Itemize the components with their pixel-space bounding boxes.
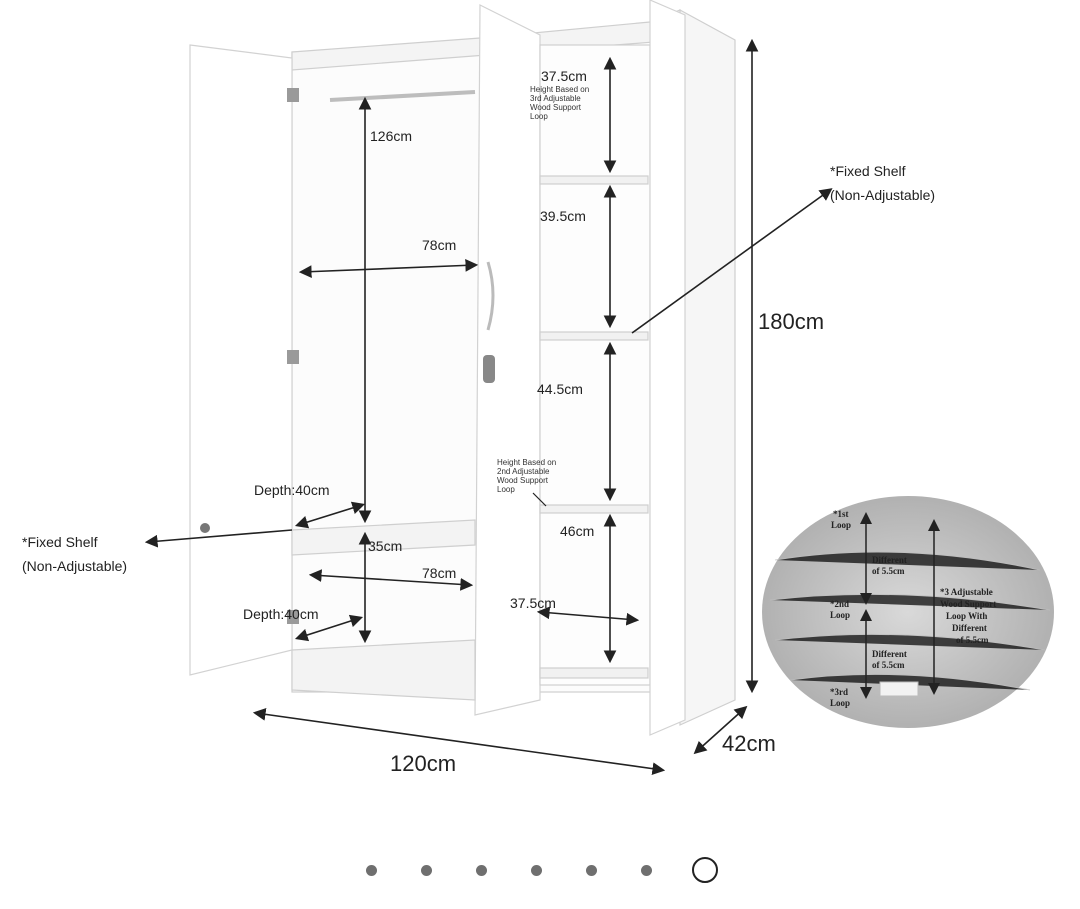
- svg-text:Height Based on: Height Based on: [530, 85, 589, 94]
- depth-bottom-label: Depth:40cm: [243, 606, 318, 622]
- shelf-4-label: 46cm: [560, 523, 594, 539]
- svg-text:*1st: *1st: [833, 509, 849, 519]
- svg-text:of 5.5cm: of 5.5cm: [956, 635, 989, 645]
- carousel-dot[interactable]: [421, 864, 432, 876]
- depth-top-label: Depth:40cm: [254, 482, 329, 498]
- carousel-dot[interactable]: [476, 864, 487, 876]
- carousel-dot[interactable]: [531, 864, 542, 876]
- dimension-lines: [144, 38, 833, 776]
- svg-text:*2nd: *2nd: [830, 599, 849, 609]
- svg-text:3rd Adjustable: 3rd Adjustable: [530, 94, 581, 103]
- shelf-3-label: 44.5cm: [537, 381, 583, 397]
- shelf-2-label: 39.5cm: [540, 208, 586, 224]
- svg-text:*3 Adjustable: *3 Adjustable: [940, 587, 993, 597]
- note-3rd-loop: Height Based on 3rd Adjustable Wood Supp…: [530, 85, 589, 121]
- note-2nd-loop: Height Based on 2nd Adjustable Wood Supp…: [497, 458, 556, 494]
- svg-text:Different: Different: [872, 555, 907, 565]
- svg-text:Different: Different: [872, 649, 907, 659]
- carousel-pagination: [0, 852, 1080, 888]
- svg-text:2nd Adjustable: 2nd Adjustable: [497, 467, 550, 476]
- adjustable-loop-inset: *1st Loop Different of 5.5cm *2nd Loop D…: [762, 496, 1054, 728]
- svg-text:*3rd: *3rd: [830, 687, 848, 697]
- svg-text:Wood Support: Wood Support: [497, 476, 549, 485]
- hanging-height-label: 126cm: [370, 128, 412, 144]
- total-height-label: 180cm: [758, 309, 824, 334]
- inner-width-top-label: 78cm: [422, 237, 456, 253]
- carousel-dot[interactable]: [586, 864, 597, 876]
- bottom-fixed-shelf-label-line2: (Non-Adjustable): [22, 558, 127, 574]
- shelf-1-label: 37.5cm: [541, 68, 587, 84]
- svg-text:Loop: Loop: [830, 698, 850, 708]
- svg-text:Wood Support: Wood Support: [940, 599, 996, 609]
- svg-text:of 5.5cm: of 5.5cm: [872, 566, 905, 576]
- total-depth-label: 42cm: [722, 731, 776, 756]
- wardrobe-illustration: [189, 0, 736, 736]
- bottom-fixed-shelf-label-line1: *Fixed Shelf: [22, 534, 98, 550]
- svg-text:Wood Support: Wood Support: [530, 103, 582, 112]
- total-width-label: 120cm: [390, 751, 456, 776]
- svg-text:Different: Different: [952, 623, 987, 633]
- svg-text:Loop: Loop: [497, 485, 515, 494]
- bottom-height-label: 35cm: [368, 538, 402, 554]
- carousel-dot-active[interactable]: [692, 857, 718, 883]
- carousel-dot[interactable]: [641, 864, 652, 876]
- svg-text:Loop With: Loop With: [946, 611, 987, 621]
- svg-text:Loop: Loop: [530, 112, 548, 121]
- carousel-dot[interactable]: [366, 864, 377, 876]
- svg-text:Height Based on: Height Based on: [497, 458, 556, 467]
- svg-text:Loop: Loop: [830, 610, 850, 620]
- top-fixed-shelf-label-line2: (Non-Adjustable): [830, 187, 935, 203]
- inner-width-bottom-label: 78cm: [422, 565, 456, 581]
- svg-text:Loop: Loop: [831, 520, 851, 530]
- shelf-width-label: 37.5cm: [510, 595, 556, 611]
- svg-text:of 5.5cm: of 5.5cm: [872, 660, 905, 670]
- top-fixed-shelf-label-line1: *Fixed Shelf: [830, 163, 906, 179]
